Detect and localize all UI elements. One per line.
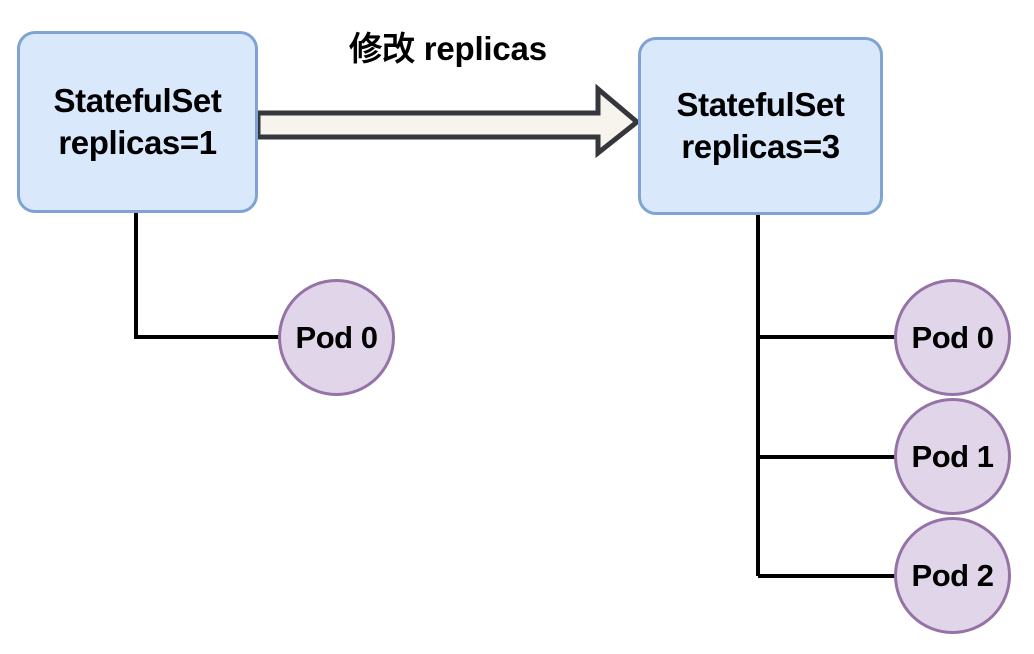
connector-left-statefulset-to-pod-0	[134, 213, 285, 339]
statefulset-node-before-title: StatefulSet	[53, 81, 222, 119]
pod-circle-after-2[interactable]: Pod 2	[894, 517, 1011, 634]
statefulset-node-before-subtitle: replicas=1	[58, 124, 217, 161]
pod-circle-before-0-label: Pod 0	[295, 319, 378, 355]
transition-arrow-icon	[255, 83, 641, 159]
statefulset-node-before[interactable]: StatefulSet replicas=1	[17, 31, 258, 213]
pod-circle-after-2-label: Pod 2	[911, 557, 994, 593]
pod-circle-after-1[interactable]: Pod 1	[894, 398, 1011, 515]
transition-arrow-label: 修改 replicas	[349, 30, 547, 67]
pod-circle-after-0-label: Pod 0	[911, 319, 994, 355]
statefulset-node-after-title: StatefulSet	[676, 85, 845, 123]
statefulset-node-after-subtitle: replicas=3	[681, 128, 840, 165]
statefulset-node-after[interactable]: StatefulSet replicas=3	[638, 37, 883, 215]
pod-circle-before-0[interactable]: Pod 0	[278, 279, 395, 396]
pod-circle-after-0[interactable]: Pod 0	[894, 279, 1011, 396]
pod-circle-after-1-label: Pod 1	[911, 438, 994, 474]
